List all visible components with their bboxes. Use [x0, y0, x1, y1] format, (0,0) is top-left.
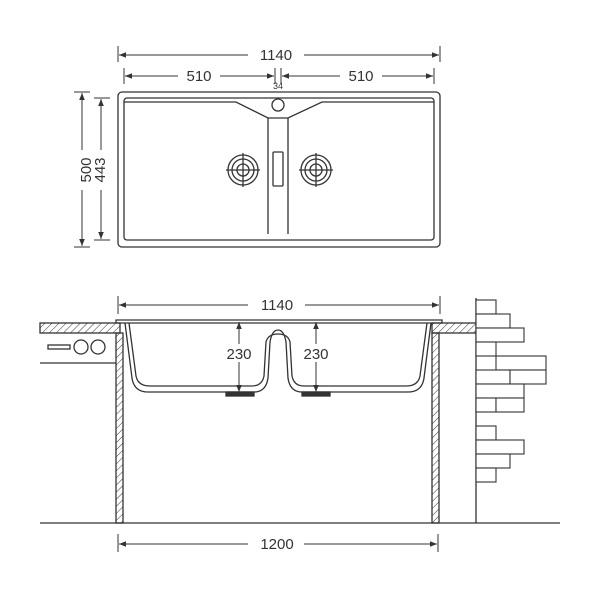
outlet-right [301, 391, 331, 397]
label-section-overall-width: 1140 [261, 297, 293, 314]
drain-right [299, 153, 333, 187]
label-overall-depth: 500 [78, 157, 95, 182]
control-knob-1 [73, 339, 89, 355]
label-bowl-right-depth: 230 [303, 346, 328, 363]
drain-left [226, 153, 260, 187]
label-bowl-left-depth: 230 [226, 346, 251, 363]
label-bowl-left-width: 510 [186, 68, 211, 85]
bowl-divider-top [124, 101, 434, 119]
label-bowl-depth: 443 [92, 157, 109, 182]
countertop-right [431, 322, 479, 334]
control-slot [47, 344, 71, 350]
label-cabinet-width: 1200 [260, 536, 293, 553]
brick-wall [475, 299, 547, 483]
cabinet-wall-right [431, 332, 440, 524]
overflow-slot [272, 151, 284, 187]
tap-hole [271, 98, 285, 112]
countertop-left [39, 322, 121, 334]
bowl-left-profile [124, 322, 279, 393]
sink-outer-outline [117, 91, 441, 248]
top-view-dimensions [74, 46, 441, 248]
top-view [117, 91, 441, 248]
label-top-overall-width: 1140 [260, 47, 292, 64]
bowl-right-profile [277, 322, 432, 393]
sink-rim [115, 319, 443, 324]
outlet-left [225, 391, 255, 397]
cabinet-wall-left [115, 332, 124, 524]
label-center-gap: 34 [273, 81, 283, 91]
section-view [39, 298, 560, 524]
label-bowl-right-width: 510 [348, 68, 373, 85]
control-knob-2 [90, 339, 106, 355]
sink-inner-outline [123, 97, 435, 241]
